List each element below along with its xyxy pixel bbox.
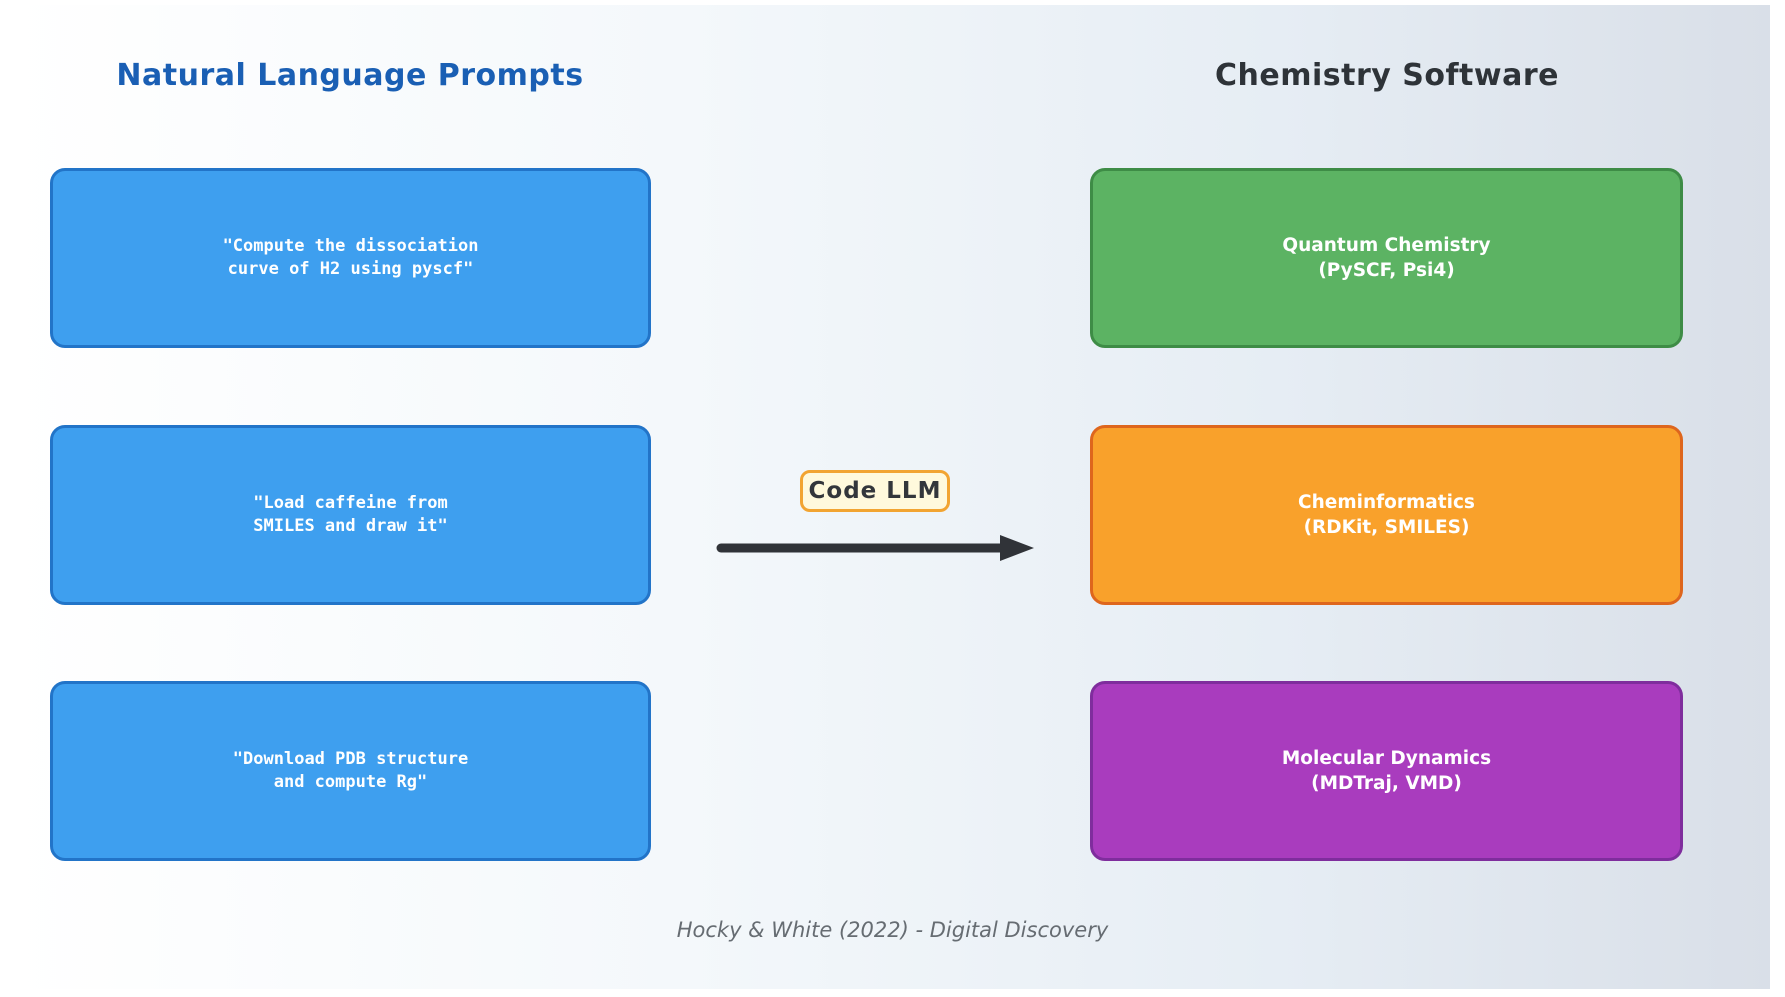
code-llm-label: Code LLM bbox=[800, 470, 950, 512]
prompt-box-line2: and compute Rg" bbox=[273, 772, 428, 792]
software-box-cheminformatics: Cheminformatics (RDKit, SMILES) bbox=[1090, 425, 1683, 605]
figure-caption: Hocky & White (2022) - Digital Discovery bbox=[676, 918, 1109, 942]
software-box-line2: (MDTraj, VMD) bbox=[1311, 773, 1462, 794]
prompt-box-caffeine: "Load caffeine from SMILES and draw it" bbox=[50, 425, 651, 605]
software-box-line1: Molecular Dynamics bbox=[1281, 748, 1492, 769]
flow-arrow bbox=[716, 535, 1034, 561]
software-box-line1: Quantum Chemistry bbox=[1282, 235, 1491, 256]
flow-arrow-head bbox=[1000, 535, 1034, 561]
software-box-line2: (PySCF, Psi4) bbox=[1318, 260, 1455, 281]
prompt-box-line2: curve of H2 using pyscf" bbox=[227, 259, 474, 279]
right-column-title: Chemistry Software bbox=[1215, 58, 1559, 93]
prompt-box-pdb: "Download PDB structure and compute Rg" bbox=[50, 681, 651, 861]
software-box-molecular-dynamics: Molecular Dynamics (MDTraj, VMD) bbox=[1090, 681, 1683, 861]
prompt-box-line2: SMILES and draw it" bbox=[253, 516, 448, 536]
software-box-line1: Cheminformatics bbox=[1298, 492, 1475, 513]
left-column-title: Natural Language Prompts bbox=[116, 58, 584, 93]
prompt-box-line1: "Download PDB structure bbox=[232, 749, 469, 769]
prompt-box-line1: "Compute the dissociation bbox=[222, 236, 479, 256]
prompt-box-dissociation: "Compute the dissociation curve of H2 us… bbox=[50, 168, 651, 348]
software-box-line2: (RDKit, SMILES) bbox=[1303, 517, 1470, 538]
prompt-box-line1: "Load caffeine from bbox=[253, 493, 448, 513]
software-box-quantum-chemistry: Quantum Chemistry (PySCF, Psi4) bbox=[1090, 168, 1683, 348]
